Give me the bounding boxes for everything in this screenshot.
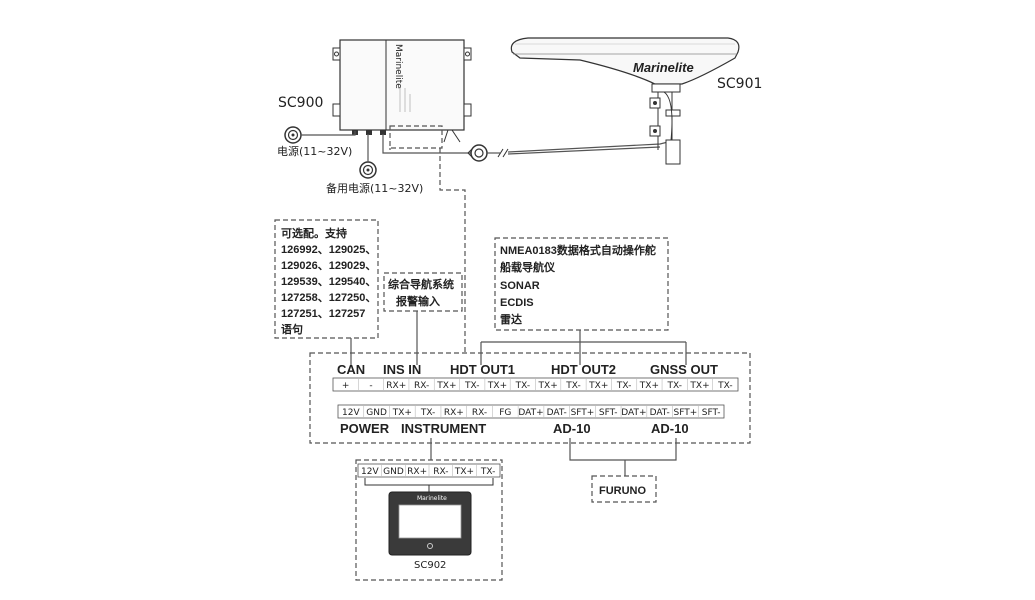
top-pin-label: TX- bbox=[717, 381, 732, 391]
hdt-out2-header: HDT OUT2 bbox=[551, 362, 616, 377]
top-pin-label: TX+ bbox=[487, 381, 507, 391]
top-pin-label: TX+ bbox=[436, 381, 456, 391]
sc902-label: SC902 bbox=[414, 560, 446, 571]
can-note-line: 127251、127257 bbox=[281, 308, 365, 320]
can-note-box bbox=[274, 219, 379, 339]
can-note-line: 127258、127250、 bbox=[281, 292, 376, 304]
hdt-note-line: SONAR bbox=[500, 280, 540, 292]
hdt-note-text: NMEA0183数据格式自动操作舵 船载导航仪 SONAR ECDIS 雷达 bbox=[500, 243, 656, 326]
sc900-device: Marinelite bbox=[332, 39, 472, 149]
top-pin-label: TX- bbox=[565, 381, 580, 391]
top-pin-strip: + - RX+ RX- TX+ TX- TX+ TX- TX+ TX- TX+ TX- TX+ TX- TX… bbox=[332, 377, 739, 392]
top-pin-label: TX- bbox=[515, 381, 530, 391]
bottom-pin-label: GND bbox=[366, 408, 387, 418]
power-connector-icon bbox=[284, 126, 302, 144]
terminal-top-headers: CAN INS IN HDT OUT1 HDT OUT2 GNSS OUT bbox=[337, 362, 718, 377]
power-header: POWER bbox=[340, 421, 390, 436]
bottom-pin-label: SFT- bbox=[599, 408, 618, 418]
terminal-board bbox=[309, 352, 751, 444]
sc901-brand-text: Marinelite bbox=[633, 60, 694, 75]
bottom-pin-label: 12V bbox=[342, 408, 360, 418]
furuno-box bbox=[591, 475, 657, 503]
top-pin-label: + bbox=[342, 381, 350, 391]
bottom-pin-label: DAT+ bbox=[621, 408, 646, 418]
top-pin-label: TX+ bbox=[588, 381, 608, 391]
sc901-cable-connector-icon bbox=[467, 144, 488, 162]
sc902-pin-label: TX- bbox=[480, 467, 495, 477]
bottom-pin-label: RX+ bbox=[444, 408, 464, 418]
sc901-antenna: Marinelite bbox=[510, 37, 740, 165]
ad10-header-a: AD-10 bbox=[553, 421, 591, 436]
can-note-line: 129026、129029、 bbox=[281, 260, 376, 272]
power-main-label: 电源(11~32V) bbox=[277, 144, 352, 158]
top-pin-label: TX- bbox=[666, 381, 681, 391]
bottom-pin-label: FG bbox=[499, 408, 511, 418]
bottom-pin-label: RX- bbox=[472, 408, 487, 418]
backup-power-connector-icon bbox=[359, 161, 377, 179]
can-header: CAN bbox=[337, 362, 365, 377]
ad10-header-b: AD-10 bbox=[651, 421, 689, 436]
hdt-out1-header: HDT OUT1 bbox=[450, 362, 515, 377]
instrument-header: INSTRUMENT bbox=[401, 421, 486, 436]
top-pin-label: TX+ bbox=[639, 381, 659, 391]
bottom-pin-label: TX- bbox=[420, 408, 435, 418]
sc902-pin-label: TX+ bbox=[454, 467, 474, 477]
bottom-pin-label: SFT+ bbox=[674, 408, 698, 418]
sc900-label: SC900 bbox=[278, 95, 323, 111]
sc902-pin-label: 12V bbox=[361, 467, 379, 477]
top-pin-label: TX- bbox=[464, 381, 479, 391]
hdt-note-line: ECDIS bbox=[500, 297, 534, 309]
hdt-note-line: 船载导航仪 bbox=[500, 260, 556, 274]
top-pin-label: TX- bbox=[616, 381, 631, 391]
ins-note-line: 报警输入 bbox=[396, 294, 440, 308]
sc900-brand-text: Marinelite bbox=[393, 44, 403, 89]
can-note-line: 129539、129540、 bbox=[281, 276, 376, 288]
can-note-line: 126992、129025、 bbox=[281, 244, 376, 256]
ins-note-box bbox=[383, 272, 463, 312]
hdt-note-line: NMEA0183数据格式自动操作舵 bbox=[500, 243, 656, 257]
sc901-label: SC901 bbox=[717, 76, 762, 92]
can-note-line: 语句 bbox=[281, 322, 303, 336]
can-note-line: 可选配。支持 bbox=[281, 226, 347, 240]
sc900-terminal-cover bbox=[389, 125, 443, 149]
bottom-pin-label: DAT+ bbox=[518, 408, 543, 418]
ins-in-header: INS IN bbox=[383, 362, 421, 377]
ins-note-line: 综合导航系统 bbox=[388, 277, 454, 291]
top-pin-label: RX+ bbox=[386, 381, 406, 391]
can-note-text: 可选配。支持 126992、129025、 129026、129029、 129… bbox=[281, 226, 376, 336]
sc902-box bbox=[355, 459, 503, 581]
power-backup-label: 备用电源(11~32V) bbox=[326, 181, 423, 195]
sc902-display: Marinelite bbox=[388, 491, 472, 556]
top-pin-label: - bbox=[369, 381, 372, 391]
hdt-note-line: 雷达 bbox=[500, 312, 522, 326]
bottom-pin-label: SFT- bbox=[702, 408, 721, 418]
bottom-pin-label: SFT+ bbox=[571, 408, 595, 418]
gnss-out-header: GNSS OUT bbox=[650, 362, 718, 377]
sc902-pin-label: RX- bbox=[433, 467, 448, 477]
sc902-pin-label: RX+ bbox=[407, 467, 427, 477]
top-pin-label: TX+ bbox=[689, 381, 709, 391]
sc902-brand-text: Marinelite bbox=[417, 495, 447, 502]
furuno-label: FURUNO bbox=[599, 485, 646, 497]
bottom-pin-label: DAT- bbox=[650, 408, 670, 418]
bottom-pin-label: TX+ bbox=[392, 408, 412, 418]
bottom-pin-label: DAT- bbox=[547, 408, 567, 418]
hdt-note-box bbox=[494, 237, 669, 331]
top-pin-label: RX- bbox=[414, 381, 429, 391]
terminal-bottom-headers: POWER INSTRUMENT AD-10 AD-10 bbox=[340, 421, 689, 436]
sc902-pin-label: GND bbox=[383, 467, 404, 477]
top-pin-label: TX+ bbox=[538, 381, 558, 391]
bottom-pin-frame bbox=[337, 404, 725, 419]
